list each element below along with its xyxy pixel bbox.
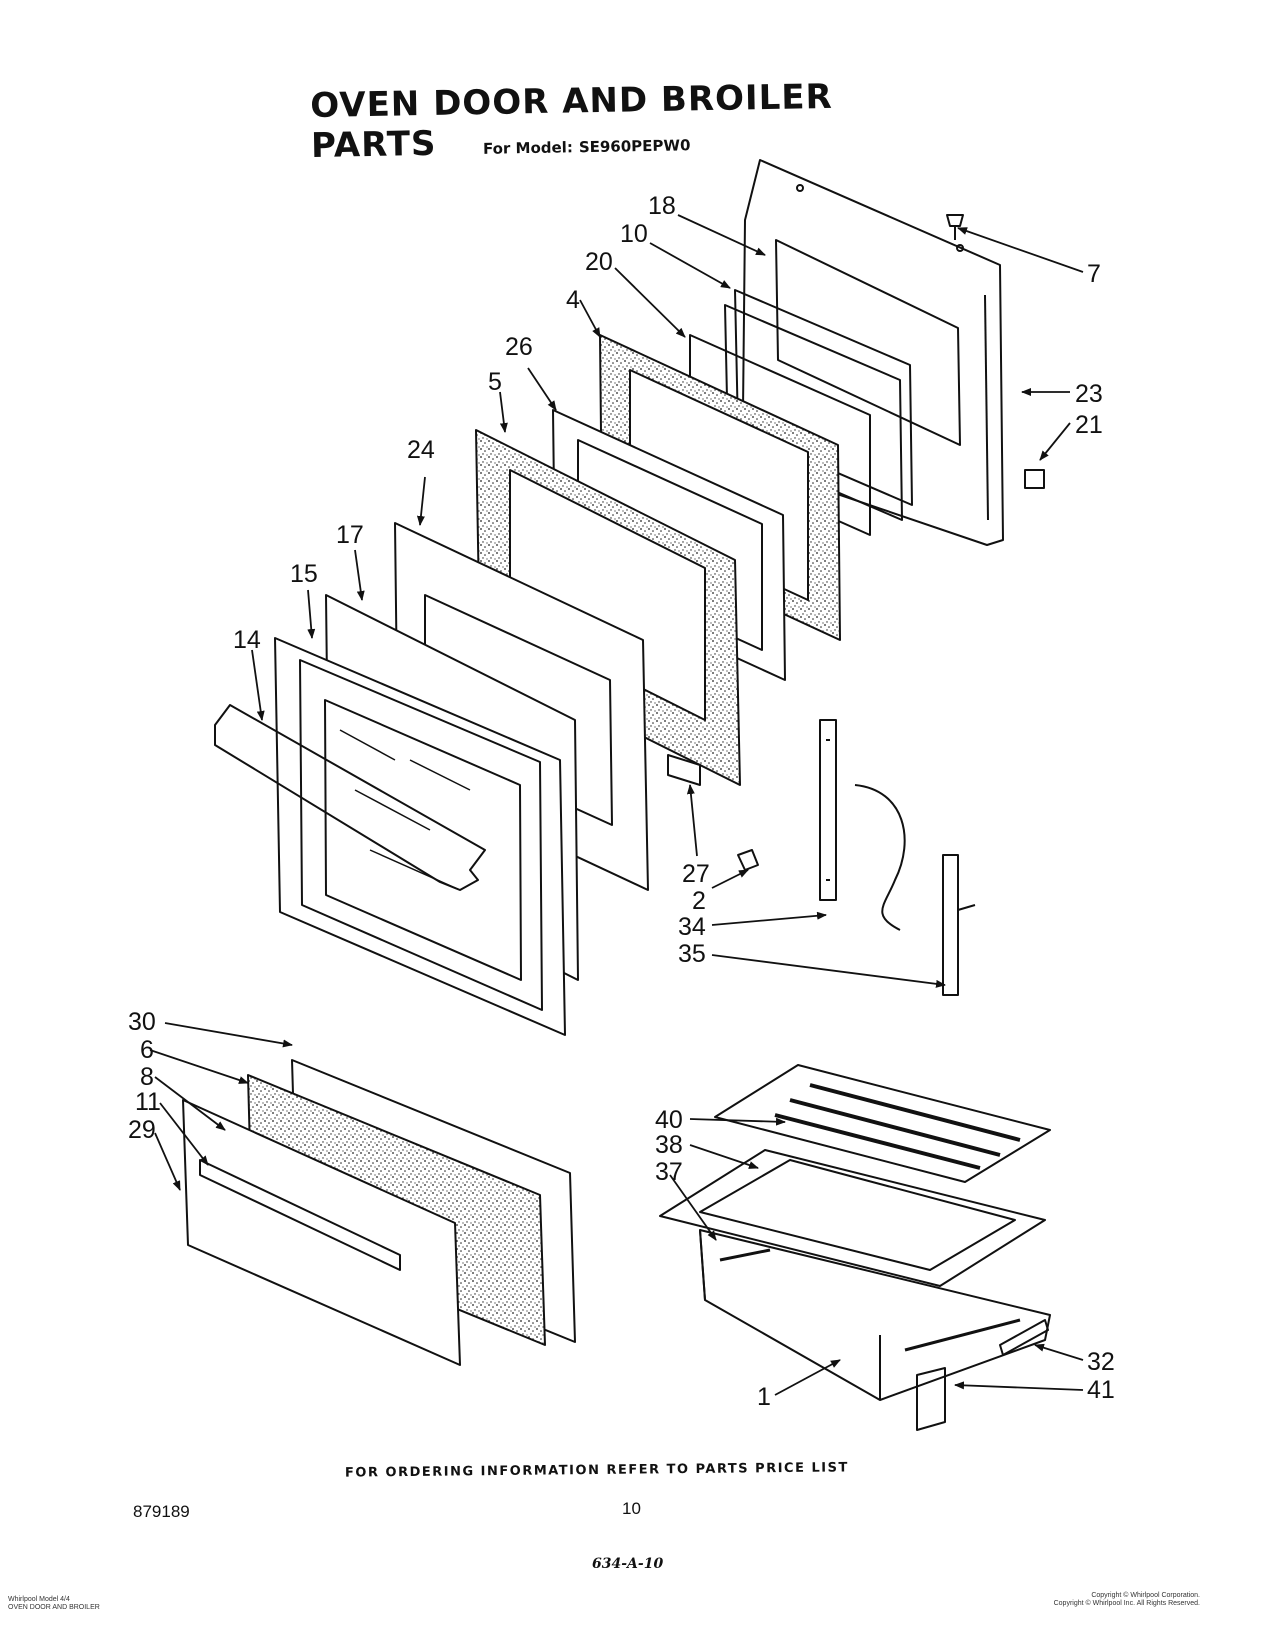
callout-32: 32 — [1087, 1348, 1115, 1376]
roller-2 — [737, 849, 759, 871]
source-note-left: Whirlpool Model 4/4 OVEN DOOR AND BROILE… — [8, 1596, 100, 1612]
callout-30: 30 — [128, 1008, 156, 1036]
callout-21: 21 — [1075, 411, 1103, 439]
callout-2: 2 — [692, 887, 706, 915]
callout-20: 20 — [585, 248, 613, 276]
callout-10: 10 — [620, 220, 648, 248]
source-note-left-line-2: OVEN DOOR AND BROILER — [8, 1604, 100, 1611]
callout-34: 34 — [678, 913, 706, 941]
hinge-spring — [854, 784, 906, 931]
callout-38: 38 — [655, 1131, 683, 1159]
callout-17: 17 — [336, 521, 364, 549]
callout-leaders — [149, 214, 1084, 1396]
callout-11: 11 — [135, 1088, 161, 1116]
callout-35: 35 — [678, 940, 706, 968]
page-number: 10 — [622, 1499, 641, 1518]
callout-23: 23 — [1075, 380, 1103, 408]
callout-4: 4 — [566, 286, 580, 314]
callout-15: 15 — [290, 560, 318, 588]
callout-8: 8 — [140, 1063, 154, 1091]
bracket-41 — [916, 1367, 946, 1431]
callout-numbers: 7 18 10 20 4 26 5 24 17 15 14 23 21 27 2… — [128, 192, 1115, 1411]
callout-24: 24 — [407, 436, 435, 464]
screw-part — [946, 214, 964, 240]
door-handle — [214, 704, 486, 891]
callout-40: 40 — [655, 1106, 683, 1134]
outer-door-frame — [274, 637, 566, 1036]
handwritten-code: 634-A-10 — [592, 1556, 664, 1572]
callout-5: 5 — [488, 368, 502, 396]
callout-27: 27 — [682, 860, 710, 888]
callout-6: 6 — [140, 1036, 154, 1064]
callout-7: 7 — [1087, 260, 1101, 288]
broiler-pan-38 — [659, 1149, 1046, 1287]
callout-18: 18 — [648, 192, 676, 220]
hinge-35 — [942, 854, 976, 996]
bracket-27 — [667, 754, 701, 786]
callout-1: 1 — [757, 1383, 771, 1411]
callout-29: 29 — [128, 1116, 156, 1144]
glass-pack-frame — [734, 289, 913, 506]
copyright-note: Copyright © Whirlpool Corporation. Copyr… — [1000, 1592, 1200, 1608]
copyright-line-1: Copyright © Whirlpool Corporation. — [1091, 1592, 1200, 1599]
copyright-line-2: Copyright © Whirlpool Inc. All Rights Re… — [1053, 1600, 1200, 1607]
hinge-34 — [819, 719, 837, 901]
source-note-left-line-1: Whirlpool Model 4/4 — [8, 1596, 70, 1603]
callout-37: 37 — [655, 1158, 683, 1186]
document-number: 879189 — [133, 1502, 190, 1521]
callout-41: 41 — [1087, 1376, 1115, 1404]
callout-14: 14 — [233, 626, 261, 654]
callout-26: 26 — [505, 333, 533, 361]
spring-32 — [999, 1319, 1049, 1356]
hinge-rod — [1024, 469, 1045, 489]
